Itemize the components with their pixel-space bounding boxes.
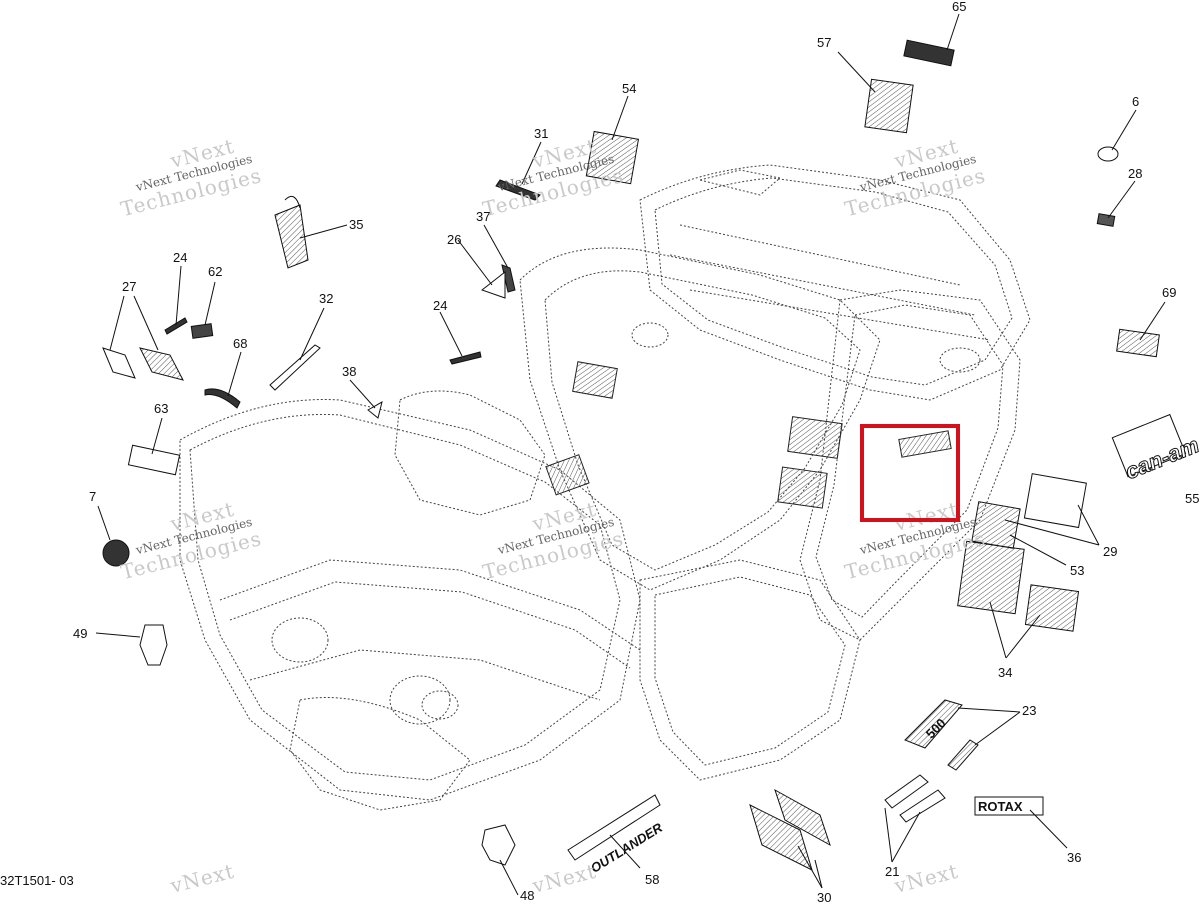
decal-rotax-text: ROTAX (978, 799, 1023, 814)
callout-24[interactable]: 24 (173, 250, 188, 265)
decal-27b (139, 347, 184, 381)
decal-28 (1096, 213, 1116, 227)
callout-7[interactable]: 7 (89, 489, 97, 504)
decal-canam-text: can-am (1122, 432, 1200, 484)
decal-30a (774, 788, 831, 847)
callout-6[interactable]: 6 (1132, 94, 1140, 109)
decal-29a (1023, 473, 1087, 529)
callout-38[interactable]: 38 (342, 364, 357, 379)
decal-48 (481, 824, 516, 866)
callout-57[interactable]: 57 (817, 35, 832, 50)
callout-62[interactable]: 62 (208, 264, 223, 279)
loose-decal-parts (102, 39, 1160, 871)
callout-30[interactable]: 30 (817, 890, 832, 905)
decal-65 (903, 39, 955, 67)
callout-26[interactable]: 26 (447, 232, 462, 247)
callout-68[interactable]: 68 (233, 336, 248, 351)
callout-34[interactable]: 34 (998, 665, 1013, 680)
document-reference: 32T1501- 03 (0, 873, 74, 888)
callout-21[interactable]: 21 (885, 864, 900, 879)
callout-65[interactable]: 65 (952, 0, 967, 14)
callout-36[interactable]: 36 (1067, 850, 1082, 865)
decal-54 (585, 130, 640, 185)
decal-7 (102, 539, 130, 567)
decal-32 (269, 344, 321, 391)
decal-24b (449, 351, 482, 365)
callout-29[interactable]: 29 (1103, 544, 1118, 559)
decal-38 (367, 400, 383, 419)
decal-69 (1116, 328, 1160, 358)
decal-34a (957, 540, 1025, 615)
callout-63[interactable]: 63 (154, 401, 169, 416)
callout-53[interactable]: 53 (1070, 563, 1085, 578)
decal-6 (1097, 146, 1119, 162)
callout-32[interactable]: 32 (319, 291, 334, 306)
decal-23b (947, 739, 979, 771)
decal-68 (204, 388, 241, 409)
callout-55[interactable]: 55 (1185, 491, 1200, 506)
callout-27[interactable]: 27 (122, 279, 137, 294)
highlight-box (860, 424, 960, 522)
decal-21a (884, 774, 929, 809)
decal-35 (274, 204, 309, 269)
callout-49[interactable]: 49 (73, 626, 88, 641)
installed-decals (545, 361, 952, 509)
callout-69[interactable]: 69 (1162, 285, 1177, 300)
atv-body-drawing (179, 164, 1031, 811)
decal-21b (899, 789, 946, 823)
callout-28[interactable]: 28 (1128, 166, 1143, 181)
leader-lines (95, 13, 1166, 896)
callout-54[interactable]: 54 (622, 81, 637, 96)
callout-24[interactable]: 24 (433, 298, 448, 313)
callout-23[interactable]: 23 (1022, 703, 1037, 718)
decal-24a (164, 317, 188, 335)
decal-27a (102, 347, 136, 379)
decal-26 (480, 270, 506, 299)
callout-48[interactable]: 48 (520, 888, 535, 903)
callout-58[interactable]: 58 (645, 872, 660, 887)
callout-37[interactable]: 37 (476, 209, 491, 224)
decal-63 (127, 444, 181, 476)
callout-31[interactable]: 31 (534, 126, 549, 141)
decal-outlander-text: OUTLANDER (588, 820, 666, 876)
decal-62 (190, 323, 214, 339)
decal-49 (139, 624, 168, 666)
callout-35[interactable]: 35 (349, 217, 364, 232)
decal-57 (864, 78, 914, 134)
decal-23a (904, 699, 963, 749)
decal-34b (1024, 584, 1080, 632)
decal-31 (495, 179, 541, 201)
